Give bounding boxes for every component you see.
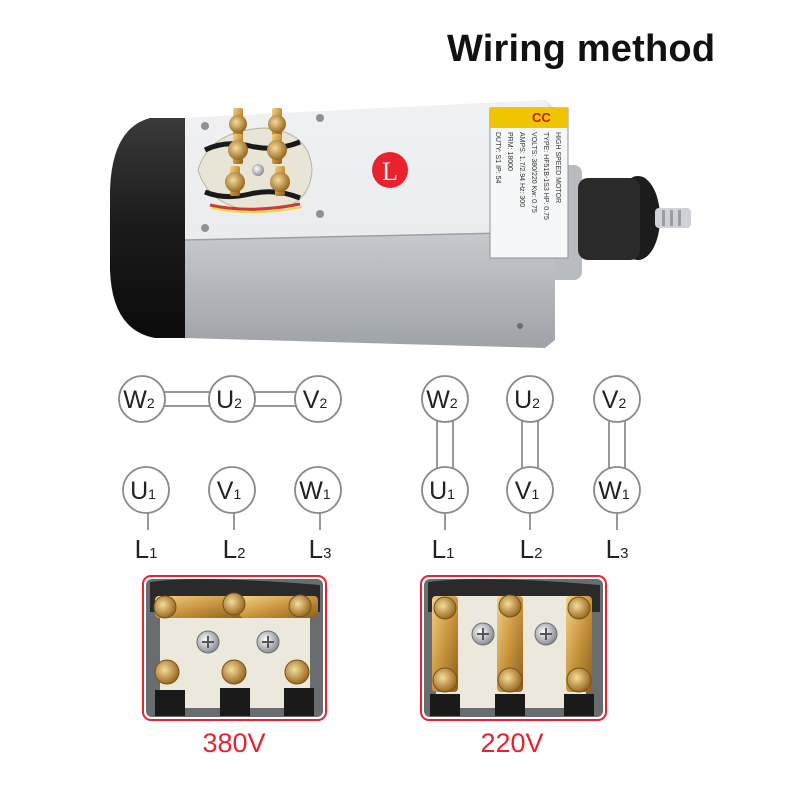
svg-text:CC: CC [532, 110, 551, 125]
motor-collar [578, 178, 640, 260]
terminal-node-u2: U2 [506, 375, 554, 423]
nameplate-line: VOLTS: 380/220 Kw: 0.75 [530, 132, 537, 213]
svg-text:U1: U1 [429, 477, 455, 505]
terminal-node-v2: V2 [294, 375, 342, 423]
page-title: Wiring method [447, 28, 716, 70]
spindle-motor: L CC HIGH SPEED MOTOR TYPE: HF51B-1S3 HP:… [110, 100, 691, 348]
phase-label-l3: L3 [309, 534, 332, 564]
diagram-220v [436, 421, 626, 530]
phase-label-l1: L1 [432, 534, 455, 564]
motor-terminal-block [197, 108, 313, 214]
terminal-node-v2: V2 [593, 375, 641, 423]
svg-text:W2: W2 [426, 386, 458, 414]
terminal-photo-220v [420, 575, 607, 721]
nameplate-line: PRM: 18000 [506, 132, 513, 171]
motor-nameplate: CC HIGH SPEED MOTOR TYPE: HF51B-1S3 HP: 0… [489, 107, 569, 259]
nameplate-line: TYPE: HF51B-1S3 HP: 0.75 [542, 132, 549, 220]
phase-label-l2: L2 [520, 534, 543, 564]
phase-label-l2: L2 [223, 534, 246, 564]
voltage-label-220v: 220V [480, 728, 544, 758]
nameplate-line: HIGH SPEED MOTOR [554, 132, 561, 203]
svg-text:U2: U2 [216, 386, 242, 414]
terminal-node-u1: U1 [421, 466, 469, 514]
nameplate-line: DUTY: S1 IP: 54 [494, 132, 501, 183]
svg-text:W2: W2 [123, 386, 155, 414]
svg-text:V1: V1 [217, 477, 242, 505]
phase-label-l1: L1 [135, 534, 158, 564]
terminal-node-w1: W1 [294, 466, 342, 514]
motor-badge [372, 152, 408, 188]
svg-text:W1: W1 [598, 477, 630, 505]
terminal-node-w1: W1 [593, 466, 641, 514]
svg-text:U2: U2 [514, 386, 540, 414]
svg-text:U1: U1 [130, 477, 156, 505]
terminal-node-v1: V1 [506, 466, 554, 514]
terminal-node-u1: U1 [122, 466, 170, 514]
nameplate-line: AMPS: 1.7/2.94 Hz: 300 [518, 132, 525, 207]
svg-text:V1: V1 [515, 477, 540, 505]
terminal-photo-380v [142, 575, 327, 721]
phase-label-l3: L3 [606, 534, 629, 564]
voltage-label-380v: 380V [202, 728, 266, 758]
terminal-node-w2: W2 [118, 375, 166, 423]
terminal-node-v1: V1 [208, 466, 256, 514]
svg-text:V2: V2 [602, 386, 627, 414]
motor-badge-letter: L [382, 157, 398, 186]
svg-text:V2: V2 [303, 386, 328, 414]
terminal-node-w2: W2 [421, 375, 469, 423]
svg-text:W1: W1 [299, 477, 331, 505]
terminal-node-u2: U2 [208, 375, 256, 423]
diagram-380v [147, 391, 321, 530]
motor-end-cap [110, 118, 195, 338]
